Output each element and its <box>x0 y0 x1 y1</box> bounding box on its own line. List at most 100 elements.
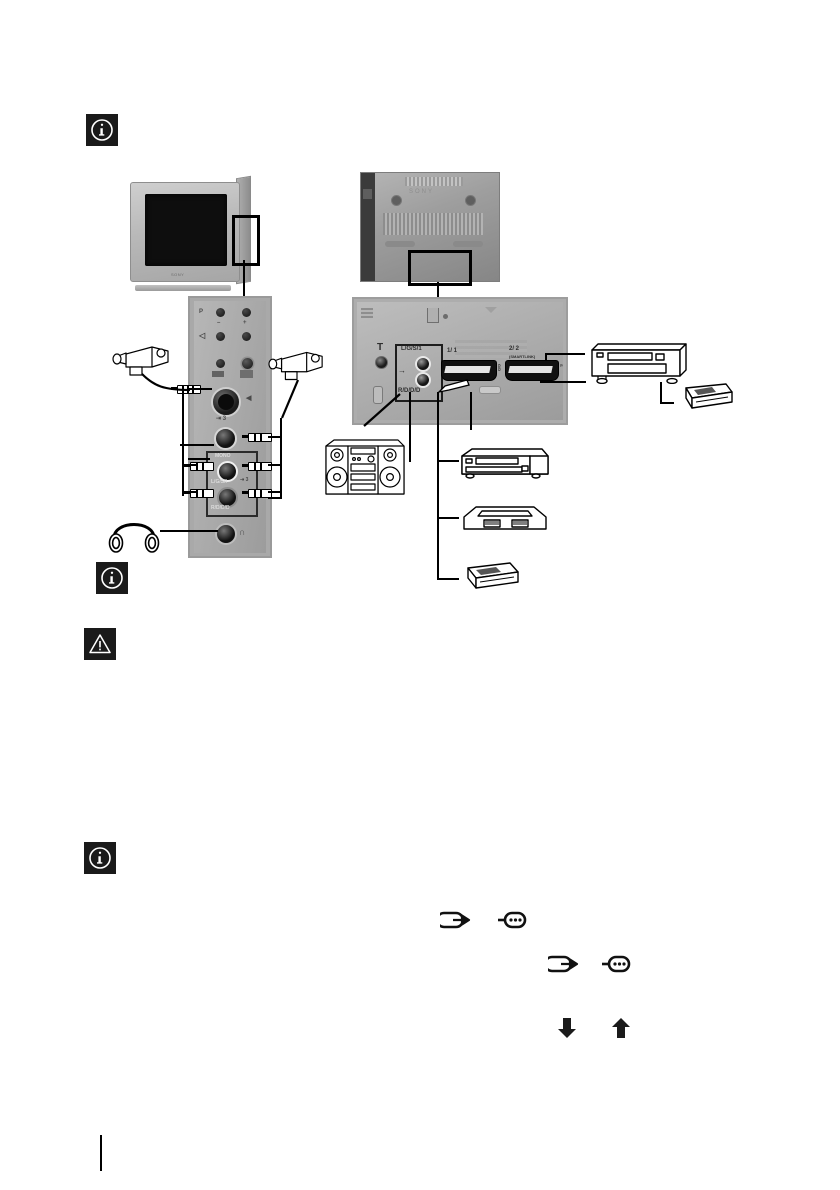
info-icon-middle <box>96 562 128 594</box>
scart-2-label: 2/ 2 <box>509 346 520 352</box>
scart-1-connector[interactable] <box>441 360 497 381</box>
scart-input-symbol-1 <box>496 910 528 935</box>
audio-l-label: L/G/S/I <box>211 479 227 485</box>
volume-up-button[interactable] <box>242 332 251 341</box>
rear-panel-slot <box>479 386 501 394</box>
headphone-icon: ∩ <box>239 527 246 537</box>
callout-leader-rear <box>437 282 439 298</box>
caution-icon <box>89 634 111 654</box>
din-label: ⇥ 3 <box>216 416 227 422</box>
info-icon-bottom <box>84 842 116 874</box>
scart-2-sublabel: (SMARTLINK) <box>509 354 536 359</box>
tv-rear-cabinet: SONY <box>360 172 500 282</box>
right-branch-video <box>268 436 282 438</box>
leader-scart-2-top-drop <box>545 353 547 361</box>
tv-stand <box>135 285 231 291</box>
video-in-3-jack[interactable] <box>214 427 237 450</box>
game-console-icon <box>458 503 550 537</box>
menu-button[interactable] <box>242 358 253 369</box>
headphone-jack[interactable] <box>215 523 237 545</box>
camcorder-left-cable-run <box>188 388 212 390</box>
cable-clip <box>427 308 439 323</box>
audio-out-direction-icon: → <box>398 366 406 375</box>
tv-rear-top-vent <box>405 177 463 186</box>
audio-r-3-jack[interactable] <box>217 487 238 508</box>
rear-cable-hook <box>373 386 383 404</box>
leader-scart-2-top <box>545 353 585 355</box>
audio-l-mono-3-jack[interactable] <box>217 461 238 482</box>
menu-symbol <box>240 370 253 378</box>
tv-brand-label: SONY <box>171 272 185 277</box>
leader-scart-1-to-dvd <box>437 460 459 462</box>
scart-2-connector[interactable] <box>505 360 559 381</box>
leader-scart-1-to-decoder <box>437 578 459 580</box>
input-select-symbol <box>212 371 224 377</box>
button-label-minus: – <box>217 320 221 326</box>
headphone-cable <box>160 530 218 532</box>
leader-vcr-to-decoder <box>660 382 662 404</box>
volume-icon: ◁ <box>199 331 206 340</box>
tv-rear-slot-right <box>453 241 483 247</box>
info-icon <box>91 119 113 141</box>
hifi-stereo-icon <box>320 436 406 498</box>
scart-1-plug <box>437 379 470 394</box>
left-cable-branch-l <box>182 464 196 466</box>
input-select-button[interactable] <box>216 359 225 368</box>
headphones-icon <box>108 508 160 556</box>
din-pins <box>218 394 234 410</box>
caution-icon-badge <box>84 628 116 660</box>
mono-label: MONO <box>215 453 231 459</box>
tv-rear-vent-grill <box>383 213 483 235</box>
scart-output-symbol-2 <box>543 954 580 979</box>
audio-out-left-jack[interactable] <box>415 356 431 372</box>
scart-1-label: 1/ 1 <box>447 348 458 354</box>
arrow-down-icon <box>556 1016 578 1045</box>
tv-rear-hole-left <box>391 195 402 206</box>
audio-r-label: R/D/D/D <box>211 505 230 511</box>
side-connector-panel: P – + ◁ ◀ ⇥ 3 MONO L/G/S/I R/D/D/D ⇥ 3 ∩ <box>188 296 272 558</box>
rear-panel-marker <box>485 307 497 313</box>
left-cable-bus <box>182 390 184 496</box>
tv-rear-brand-label: SONY <box>409 189 435 195</box>
rear-panel-ridges <box>361 308 373 318</box>
program-up-button[interactable] <box>242 308 251 317</box>
leader-scart-1-bus <box>437 392 439 580</box>
antenna-label: T <box>377 342 384 353</box>
audio-l-plug-right <box>242 462 272 471</box>
volume-down-button[interactable] <box>216 332 225 341</box>
leader-vcr-to-decoder-h <box>660 402 674 404</box>
arrow-up-icon <box>610 1016 632 1045</box>
info-icon-top <box>86 114 118 146</box>
antenna-jack[interactable] <box>375 356 388 369</box>
rear-panel-callout-box <box>408 250 472 286</box>
rear-panel-textblock <box>455 340 527 358</box>
camcorder-right-cable <box>280 379 300 419</box>
info-icon <box>101 567 123 589</box>
tv-rear-edge <box>361 173 375 281</box>
right-branch-audio-l <box>268 464 282 466</box>
tv-screen <box>145 194 227 266</box>
audio-out-right-jack[interactable] <box>415 372 431 388</box>
leader-audio-out <box>363 393 401 427</box>
leader-scart-1-upper <box>470 392 472 430</box>
tv-cabinet: SONY <box>130 182 240 282</box>
side-panel-callout-box <box>232 215 260 266</box>
audio-group-label: ⇥ 3 <box>240 477 249 483</box>
button-label-program: P <box>199 309 204 315</box>
leader-scart-1-to-console <box>437 517 459 519</box>
television-front-view: SONY <box>125 175 260 291</box>
audio-out-bottom-label: R/D/D/D <box>398 388 421 394</box>
scart-input-symbol-2 <box>600 954 632 979</box>
din-arrow-icon: ◀ <box>246 395 252 402</box>
vcr-icon <box>584 340 690 384</box>
leader-hifi <box>409 448 411 462</box>
dvd-player-icon <box>456 446 550 480</box>
leader-audio-group <box>188 458 210 460</box>
scart-2-side-label: S <box>559 364 564 367</box>
right-branch-audio-r <box>268 491 282 493</box>
camcorder-icon-right <box>268 345 326 385</box>
tv-rear-hole-right <box>465 195 476 206</box>
din-connector[interactable] <box>211 387 241 417</box>
tv-rear-edge-notch <box>363 189 372 199</box>
program-down-button[interactable] <box>216 308 225 317</box>
